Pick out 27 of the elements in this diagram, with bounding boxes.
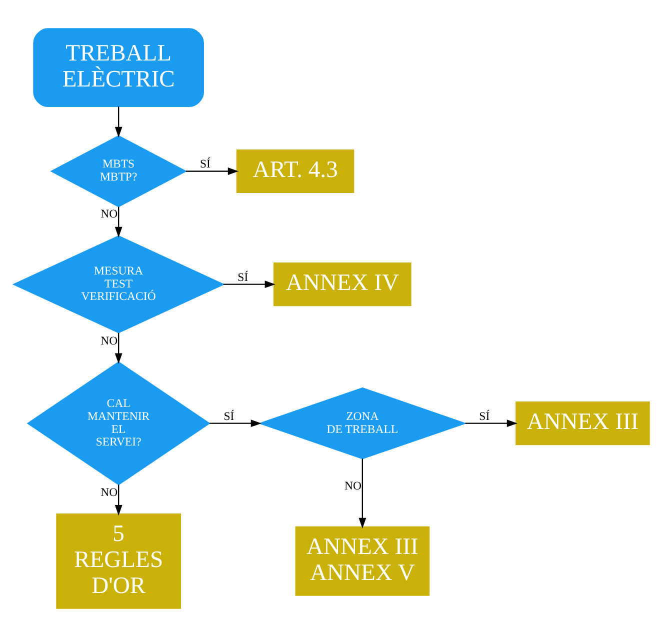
edge-label: SÍ	[478, 410, 490, 423]
arrow	[464, 420, 517, 428]
node-box: ANNEX IV	[272, 262, 411, 306]
node-diamond: ZONA DE TREBALL	[258, 387, 466, 460]
node-box: TREBALL ELÈCTRIC	[32, 28, 204, 108]
edge-label: SÍ	[237, 270, 248, 284]
arrow	[114, 206, 122, 238]
node-diamond: MBTS MBTP?	[50, 135, 186, 208]
edge-label: NO	[344, 479, 361, 492]
node-box: 5 REGLES D'OR	[56, 513, 180, 609]
edge-label: NO	[100, 334, 118, 348]
arrow	[114, 484, 122, 516]
node-box: ANNEX III	[515, 402, 650, 446]
edge-label: SÍ	[223, 410, 234, 423]
node-box: ART. 4.3	[236, 149, 354, 194]
node-diamond: CAL MANTENIR EL SERVEI?	[26, 361, 210, 486]
node-diamond: MESURA TEST VERIFICACIÓ	[12, 235, 224, 334]
arrow	[358, 458, 366, 529]
arrow	[185, 168, 238, 175]
node-box: ANNEX III ANNEX V	[294, 526, 430, 596]
edge-label: NO	[100, 486, 118, 500]
arrow	[209, 420, 261, 428]
edge-label: SÍ	[199, 158, 210, 171]
edge-label: NO	[100, 208, 118, 221]
arrow	[114, 106, 122, 138]
arrow	[223, 280, 275, 288]
arrow	[114, 332, 122, 364]
